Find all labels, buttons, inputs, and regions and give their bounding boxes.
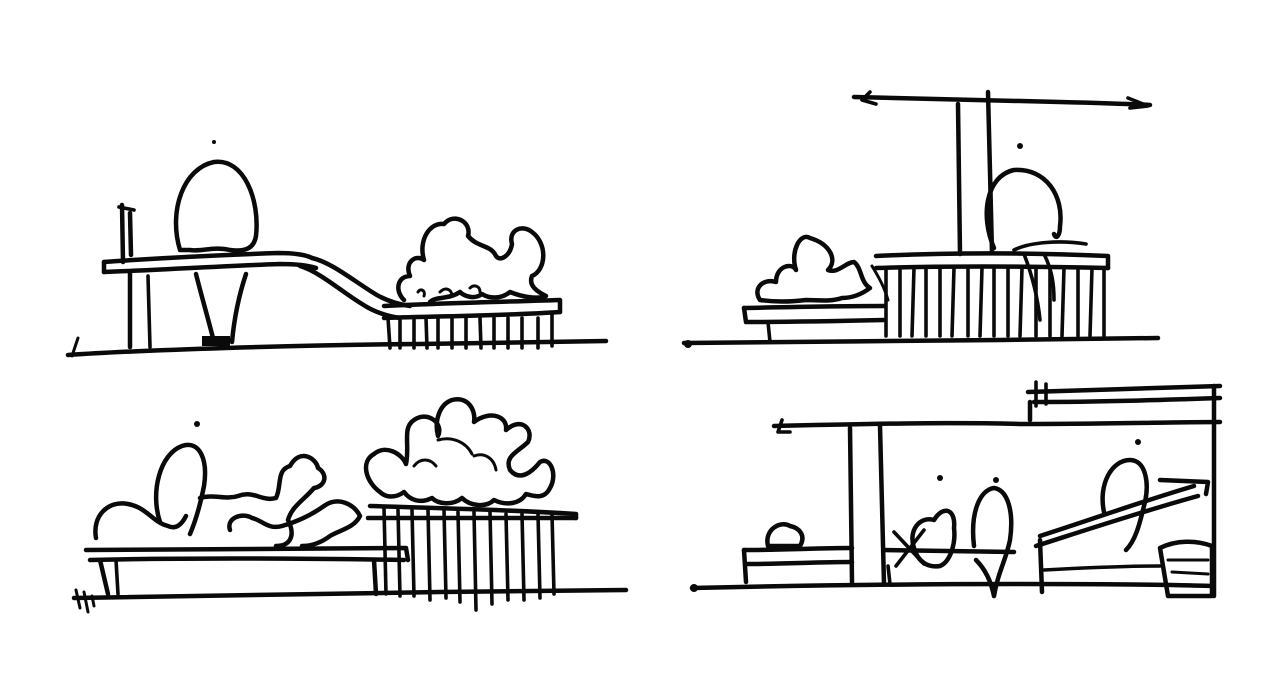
- figure-head-mark: [1135, 439, 1141, 445]
- canopy-beam: [851, 94, 1153, 108]
- person-figure: [153, 442, 208, 537]
- tree-trunk: [229, 271, 249, 345]
- bench-underside: [381, 309, 563, 321]
- ramp-lower-edge: [297, 263, 403, 321]
- planter-side: [371, 557, 379, 597]
- canopy-column: [985, 89, 995, 255]
- figure-head-mark: [937, 475, 943, 481]
- bench-top: [381, 297, 563, 315]
- column: [877, 423, 887, 587]
- stair-rail: [1033, 493, 1201, 549]
- stair-rail: [1037, 483, 1197, 539]
- planting-mass: [93, 501, 189, 541]
- railing-post: [127, 210, 134, 258]
- bench-leg: [886, 564, 892, 586]
- tree-cloud-detail: [412, 437, 498, 472]
- person-head-mark: [1017, 143, 1023, 149]
- planter-rim: [873, 264, 1111, 271]
- canopy-beam-end: [860, 90, 1150, 110]
- bench-slats: [386, 312, 554, 350]
- figure-head-mark: [993, 477, 999, 483]
- planter-rim: [87, 556, 407, 563]
- planting-mass: [227, 499, 363, 549]
- railing-post: [119, 202, 126, 265]
- upper-structure: [1031, 395, 1223, 405]
- tree-trunk: [193, 271, 217, 345]
- deck-slab: [101, 250, 315, 265]
- planter-side: [97, 557, 111, 597]
- tree-base-mark: [202, 336, 230, 346]
- screen-top: [367, 503, 579, 521]
- panel-top-right: [681, 89, 1161, 348]
- person-head-mark: [194, 421, 200, 427]
- planter-top: [741, 545, 855, 553]
- shrub-detail: [416, 284, 482, 298]
- person-figure: [984, 167, 1063, 251]
- planting-mass: [197, 453, 327, 549]
- tree-canopy: [173, 159, 259, 253]
- canopy-column: [955, 101, 963, 257]
- low-bench-leg: [766, 320, 772, 344]
- climbing-figure: [1100, 457, 1149, 553]
- tree-cloud: [363, 397, 556, 508]
- stair-step: [1042, 564, 1162, 572]
- low-shrub: [755, 234, 873, 304]
- shrub-cloud: [396, 216, 549, 305]
- ground-line: [71, 587, 629, 601]
- planter-rim: [743, 559, 855, 567]
- ground-end-dot: [684, 340, 692, 348]
- upper-structure: [1025, 383, 1223, 423]
- person-leg: [1042, 252, 1056, 302]
- upper-post: [1034, 380, 1048, 408]
- low-bench-top: [741, 303, 887, 311]
- low-bench-base: [741, 305, 887, 325]
- railing-cap: [117, 205, 136, 212]
- planter-top: [83, 545, 411, 563]
- panel-bottom-right: [689, 380, 1223, 599]
- right-planter-detail: [1166, 558, 1210, 576]
- standing-figure: [970, 485, 1014, 599]
- seated-figure: [910, 508, 957, 569]
- screen-slats: [382, 506, 556, 612]
- right-planter: [1157, 539, 1215, 599]
- deck-post: [146, 274, 152, 349]
- ground-tuft: [74, 588, 96, 614]
- panel-bottom-left: [71, 397, 629, 614]
- panel-top-left: [65, 140, 609, 358]
- ground-tick: [70, 336, 80, 358]
- planter-side: [741, 547, 749, 585]
- planter-top: [873, 251, 1111, 271]
- low-shrub-tuft: [870, 264, 890, 302]
- small-shrub: [765, 522, 805, 549]
- stair-post: [1037, 537, 1045, 595]
- column: [847, 425, 855, 585]
- tree-top-dot: [212, 140, 216, 144]
- ground-line: [681, 335, 1161, 346]
- planter-side: [114, 558, 120, 596]
- ground-end-dot: [690, 584, 698, 592]
- roof-beam-end: [776, 418, 792, 434]
- roof-beam: [771, 419, 1223, 429]
- stair-landing: [1157, 477, 1211, 497]
- planter-slats: [884, 266, 1106, 338]
- bench-top: [881, 547, 1017, 555]
- seat-back: [1012, 240, 1088, 252]
